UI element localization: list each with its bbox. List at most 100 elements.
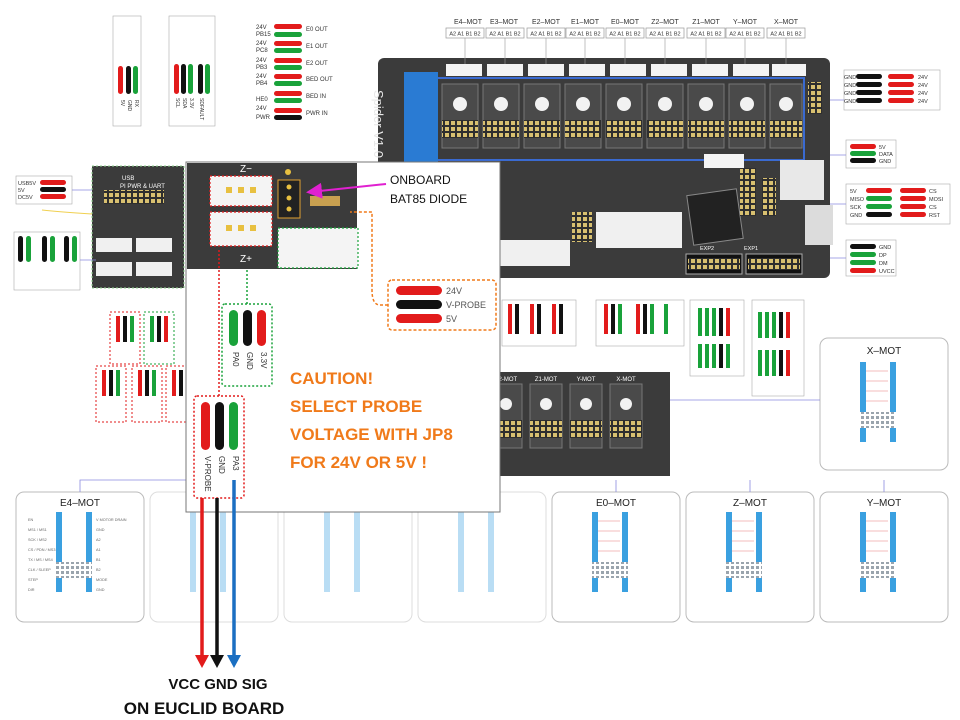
- pa0-33v-label: 3.3V: [259, 352, 268, 369]
- panel-z-plus: Z+: [240, 254, 252, 265]
- svg-text:PB4: PB4: [256, 81, 268, 87]
- svg-text:CS: CS: [929, 205, 937, 211]
- svg-text:3.3V: 3.3V: [188, 98, 194, 109]
- svg-text:RX: RX: [133, 100, 139, 108]
- top-motor-name: Z1–MOT: [692, 19, 720, 26]
- svg-text:MISO: MISO: [850, 197, 865, 203]
- pa0-gnd-label: GND: [245, 352, 254, 370]
- module-e4: EN MS1 / MS1 SCK / MS2 CS / PDN / MS3 TX…: [28, 512, 127, 592]
- svg-text:PC8: PC8: [256, 48, 268, 54]
- top-motor-name: E0–MOT: [611, 19, 640, 26]
- probe-gnd-label: GND: [217, 456, 226, 474]
- svg-text:GND: GND: [96, 528, 105, 532]
- bat85-callout: ONBOARD BAT85 DIODE: [306, 173, 467, 206]
- caution-text: CAUTION! SELECT PROBE VOLTAGE WITH JP8 F…: [290, 369, 453, 472]
- svg-text:DIR: DIR: [28, 588, 35, 592]
- svg-text:DC5V: DC5V: [18, 195, 33, 201]
- svg-text:SDA: SDA: [181, 98, 187, 109]
- module-y: [860, 512, 896, 592]
- euclid-board-label: ON EUCLID BOARD: [124, 699, 285, 718]
- vprobe-label: V-PROBE: [203, 456, 212, 492]
- probe-header: V-PROBE GND PA3: [193, 250, 245, 499]
- svg-text:24V: 24V: [256, 41, 267, 47]
- callout-line2: BAT85 DIODE: [390, 192, 467, 206]
- board-name: Spider V1.0: [371, 90, 386, 158]
- svg-text:MOSI: MOSI: [929, 197, 944, 203]
- pi-header-labels: 5V GND RX SCL SDA 3.3V SDFAULT: [112, 15, 216, 127]
- power-output-labels: 24V PB15 24V PC8 24V PB3 24V PB4 HE0 24V…: [256, 24, 333, 121]
- svg-text:5V: 5V: [850, 189, 857, 195]
- svg-text:E2 OUT: E2 OUT: [306, 61, 328, 67]
- svg-text:GND: GND: [126, 100, 132, 112]
- top-motor-name: E1–MOT: [571, 19, 600, 26]
- module-title: Z–MOT: [733, 498, 767, 509]
- svg-text:CLK / SLEEP: CLK / SLEEP: [28, 568, 51, 572]
- top-motor-name: Y–MOT: [733, 19, 758, 26]
- svg-text:E0 OUT: E0 OUT: [306, 27, 328, 33]
- caution-line3: VOLTAGE WITH JP8: [290, 425, 453, 444]
- module-x-side: [860, 362, 896, 442]
- top-motor-pins: A2 A1 B1 B2: [449, 32, 480, 38]
- svg-text:A2: A2: [96, 538, 101, 542]
- right-power-labels: GND GND GND GND 24V 24V 24V 24V 5V DATA …: [830, 69, 951, 277]
- callout-arrow: [306, 182, 387, 199]
- probe-wires: [195, 480, 241, 668]
- module-z: [726, 512, 762, 592]
- svg-text:24V: 24V: [918, 91, 928, 97]
- vcc-arrow: [195, 655, 209, 668]
- top-motor-header-labels: E4–MOT E3–MOT E2–MOT E1–MOT E0–MOT Z2–MO…: [445, 19, 806, 64]
- module-title: Y–MOT: [867, 498, 901, 509]
- motor-connectors-top: [446, 64, 806, 76]
- svg-text:B1: B1: [96, 558, 101, 562]
- svg-text:24V: 24V: [256, 106, 267, 112]
- top-motor-pins: A2 A1 B1 B2: [729, 32, 760, 38]
- top-motor-name: E2–MOT: [532, 19, 561, 26]
- svg-text:GND: GND: [844, 83, 856, 89]
- caution-line1: CAUTION!: [290, 369, 373, 388]
- probe-vprobe-label: V-PROBE: [446, 300, 486, 310]
- svg-text:SCL: SCL: [174, 98, 180, 108]
- svg-text:CS: CS: [929, 189, 937, 195]
- top-motor-pins: A2 A1 B1 B2: [569, 32, 600, 38]
- svg-text:GND: GND: [879, 245, 891, 251]
- callout-line1: ONBOARD: [390, 173, 451, 187]
- lower-board: Z2-MOT Z1-MOT Y-MOT X-MOT: [478, 372, 670, 476]
- top-motor-name: E4–MOT: [454, 19, 483, 26]
- gnd-arrow: [210, 655, 224, 668]
- svg-text:Z1-MOT: Z1-MOT: [535, 377, 558, 383]
- svg-text:PB15: PB15: [256, 32, 271, 38]
- svg-text:USB5V: USB5V: [18, 181, 36, 187]
- svg-text:5V: 5V: [879, 145, 886, 151]
- svg-text:GND: GND: [844, 75, 856, 81]
- module-title: E0–MOT: [596, 498, 636, 509]
- usb-port: [780, 160, 824, 200]
- top-motor-pins: A2 A1 B1 B2: [530, 32, 561, 38]
- svg-text:UVCC: UVCC: [879, 269, 895, 275]
- top-motor-pins: A2 A1 B1 B2: [690, 32, 721, 38]
- svg-text:5V: 5V: [18, 188, 25, 194]
- svg-text:BED OUT: BED OUT: [306, 77, 333, 83]
- svg-text:B2: B2: [96, 568, 101, 572]
- svg-text:BED IN: BED IN: [306, 94, 326, 100]
- driver-modules: E4–MOT E0–MOT Z–MOT Y–MOT X–MOT EN MS1 /…: [15, 337, 949, 623]
- module-title: E4–MOT: [60, 498, 100, 509]
- caution-line2: SELECT PROBE: [290, 397, 422, 416]
- probe-24v-label: 24V: [446, 286, 462, 296]
- svg-text:GND: GND: [844, 91, 856, 97]
- exp2-label: EXP2: [700, 246, 714, 252]
- svg-text:DATA: DATA: [879, 152, 893, 158]
- top-motor-pins: A2 A1 B1 B2: [609, 32, 640, 38]
- svg-text:PB3: PB3: [256, 65, 268, 71]
- exp1-label: EXP1: [744, 246, 758, 252]
- top-motor-name: Z2–MOT: [651, 19, 679, 26]
- pa3-label: PA3: [231, 456, 240, 471]
- svg-text:SCK / MS2: SCK / MS2: [28, 538, 47, 542]
- svg-text:EN: EN: [28, 518, 34, 522]
- euclid-pins-label: VCC GND SIG: [168, 676, 267, 693]
- svg-text:USB: USB: [122, 176, 134, 182]
- top-motor-name: E3–MOT: [490, 19, 519, 26]
- top-motor-pins: A2 A1 B1 B2: [489, 32, 520, 38]
- svg-text:TX / MS / MS4: TX / MS / MS4: [28, 558, 53, 562]
- pa0-header: PA0 GND 3.3V: [221, 270, 273, 387]
